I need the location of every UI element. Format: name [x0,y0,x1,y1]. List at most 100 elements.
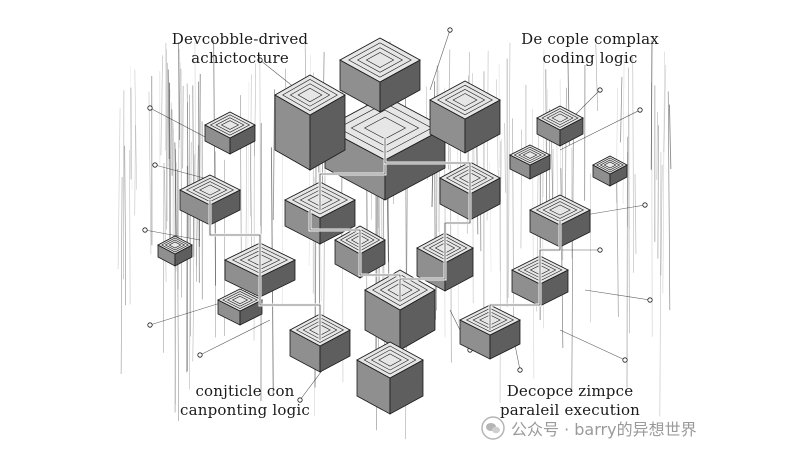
tiny-block-top-face [508,144,552,166]
tiny-block-chip-ring [227,293,253,307]
small-block-top-face [204,111,256,139]
left-block-chip-ring [199,184,221,196]
circuit-trace-outline [259,270,321,340]
wire [149,299,231,326]
wire [559,329,626,361]
hatch-line [186,102,188,373]
tiny-block-chip-ring [596,157,624,173]
hatch-line [499,141,502,403]
hatch-line [168,89,171,168]
hatch-line [659,151,662,417]
top-block-chip-ring [365,52,395,68]
upper-right-block-chip-ring [452,93,478,107]
mid-left-block-chip-ring [299,189,341,211]
hatch-line [134,125,137,216]
tiny-block-chip-ring [168,241,182,249]
small-block-chip-ring [541,108,579,128]
top-block-chip-ring [356,47,404,73]
tower-block-chip-ring [297,87,323,103]
caption-top-left-line-1: Devcobble-drived [171,30,309,48]
circuit-trace-outline [444,188,471,258]
hatch-line [134,69,137,190]
tiny-block-chip-ring [164,239,186,251]
foundation-block-chip-ring [378,353,402,367]
hatch-line [512,118,514,333]
wire-node [197,352,203,358]
hatch-line [663,64,667,153]
circuit-trace-outline [539,220,561,280]
wire-node [152,162,158,168]
tiny-block-chip-ring [513,146,547,164]
hatch-line [620,77,623,143]
upper-right-block-top-face [429,80,501,120]
caption-bottom-left: conjticle con canponting logic [160,382,330,420]
tiny-block-chip-ring [599,159,621,171]
hatch-line [504,123,507,193]
hatch-line [254,63,257,156]
caption-top-right-line-2: coding logic [542,49,638,67]
caption-bottom-right: Decopce zimpce paraleil execution [480,382,660,420]
foundation-block-top-face [356,341,424,379]
hatch-line [194,41,197,267]
hatch-line [128,150,131,305]
hatch-line [634,174,637,255]
hatch-line [165,42,168,222]
caption-bottom-right-line-1: Decopce zimpce [506,382,634,400]
hatch-line [189,141,192,390]
watermark: 公众号 · barry的异想世界 [481,415,697,441]
small-block-chip-ring [551,113,569,123]
small-block-chip-ring [209,114,251,136]
circuit-trace-outline [489,280,541,330]
caption-top-left-line-2: achictocture [191,49,289,67]
hatch-line [166,62,168,230]
wire [584,204,646,216]
hatch-line [192,85,195,257]
hatch-line [628,67,630,334]
hatch-line [650,40,653,170]
wire-node [517,367,523,373]
hatch-line [130,65,133,191]
right-block-chip-ring [549,204,571,216]
wire-node [637,107,643,113]
top-block-top-face [339,37,421,83]
foundation-block-chip-ring [363,345,417,375]
upper-right-block-chip-ring [444,89,486,111]
wire [144,229,201,241]
left-block-chip-ring [192,181,228,199]
hatch-line [148,91,152,255]
hatch-line [668,104,672,170]
hatch-line [595,44,598,112]
hatch-line [169,102,172,247]
wire-node [142,227,148,233]
hatch-line [177,168,179,421]
hatch-line [259,60,261,226]
hatch-line [632,56,634,273]
hatch-line [571,118,574,391]
caption-top-right: De cople complax coding logic [490,30,690,68]
hatch-line [198,74,201,247]
tower-block-top-face [274,74,346,116]
caption-bottom-left-line-1: conjticle con [195,382,295,400]
hatch-line [438,167,440,233]
caption-bottom-left-line-2: canponting logic [180,401,310,419]
tiny-block-chip-ring [231,295,249,305]
caption-top-left: Devcobble-drived achictocture [145,30,335,68]
tower-block-chip-ring [289,83,331,107]
bottom-left-block-chip-ring [295,317,345,343]
tiny-block-top-face [157,235,193,255]
watermark-text: 公众号 · barry的异想世界 [511,420,697,439]
tiny-block-chip-ring [603,161,617,169]
hatch-line [124,145,126,306]
hatch-line [375,169,378,375]
small-block-chip-ring [215,117,245,133]
circuit-trace-outline [209,200,261,270]
hatch-line [213,40,217,286]
small-block-chip-ring [220,120,240,130]
wire-node [597,87,603,93]
wire [559,109,641,151]
hatch-line [180,68,182,298]
wire-node [647,297,653,303]
circuit-trace-outline [399,258,446,300]
wire-node [642,202,648,208]
